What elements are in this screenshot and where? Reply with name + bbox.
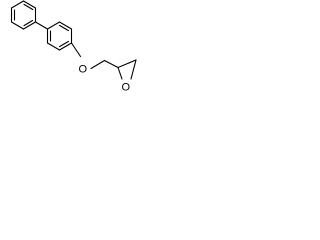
bond: [10, 21, 25, 30]
bond: [46, 42, 61, 51]
double-bond-inner: [23, 19, 34, 27]
phenyl-ring: [10, 0, 37, 30]
bond: [22, 21, 37, 30]
bond: [58, 21, 73, 30]
phenylene-ring: [46, 21, 73, 51]
ether-methylene-bond: [90, 59, 106, 70]
double-bond-inner: [58, 40, 70, 48]
biaryl-bond: [34, 21, 49, 30]
ether-oxygen-label: O: [79, 64, 88, 76]
double-bond-inner: [58, 24, 70, 32]
chemical-structure: O O: [10, 0, 137, 94]
bond: [46, 21, 61, 30]
bond: [10, 0, 25, 9]
bond: [117, 59, 137, 69]
epoxide-oxygen-label: O: [122, 82, 131, 94]
bond: [117, 66, 123, 80]
bond: [58, 42, 73, 51]
methylene-methine-bond: [103, 59, 119, 69]
bond: [22, 0, 37, 9]
bond: [130, 59, 137, 80]
double-bond-inner: [23, 3, 34, 11]
oxirane-ring: O: [117, 59, 137, 94]
aryl-ether-bond: [70, 42, 82, 58]
